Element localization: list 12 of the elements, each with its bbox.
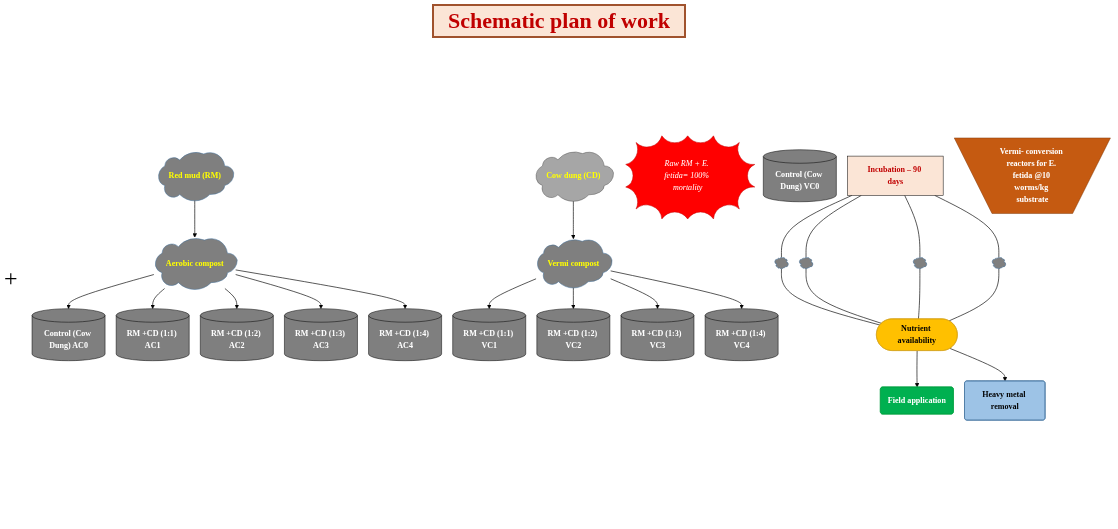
- node-cloud: [991, 257, 1006, 269]
- connector: [805, 268, 882, 324]
- connector: [780, 195, 852, 258]
- connector: [780, 268, 880, 326]
- node-cloud: [774, 257, 789, 269]
- plus-sign: +: [4, 264, 18, 291]
- connector: [805, 195, 862, 258]
- node-cloud: [798, 257, 813, 269]
- node-box: Incubation – 90 days: [846, 155, 943, 196]
- node-cloud: [912, 257, 927, 269]
- connector: [903, 195, 920, 258]
- title-banner: Schematic plan of work: [432, 4, 686, 38]
